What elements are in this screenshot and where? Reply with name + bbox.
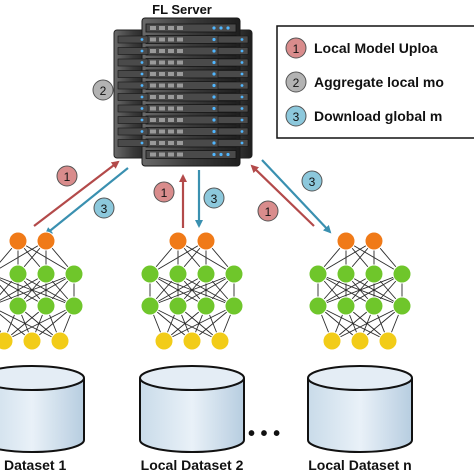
- dataset-cylinder-2: [139, 365, 245, 453]
- hidden-node: [336, 264, 356, 284]
- svg-text:3: 3: [101, 202, 108, 216]
- hidden-node: [308, 264, 328, 284]
- client-network-2: [140, 231, 244, 351]
- dataset-label-1: Dataset 1: [4, 457, 66, 473]
- input-node: [350, 331, 370, 351]
- input-node: [378, 331, 398, 351]
- hidden-node: [224, 296, 244, 316]
- hidden-node: [36, 296, 56, 316]
- arrow-left-download: [44, 167, 129, 236]
- hidden-node: [8, 296, 28, 316]
- legend-item-upload: 1 Local Model Uploa: [285, 37, 438, 59]
- output-node: [168, 231, 188, 251]
- step-marker-left-upload: 1: [56, 165, 78, 187]
- server-rack-icon: [113, 17, 253, 167]
- hidden-node: [8, 264, 28, 284]
- output-node: [364, 231, 384, 251]
- input-node: [22, 331, 42, 351]
- dataset-label-n: Local Dataset n: [308, 457, 411, 473]
- hidden-node: [36, 264, 56, 284]
- svg-text:3: 3: [293, 110, 300, 124]
- hidden-node: [168, 296, 188, 316]
- hidden-node: [140, 296, 160, 316]
- legend: 1 Local Model Uploa 2 Aggregate local mo…: [276, 25, 474, 139]
- input-node: [322, 331, 342, 351]
- step-marker-right-download: 3: [301, 170, 323, 192]
- step-marker-aggregate: 2: [92, 79, 114, 101]
- server-title: FL Server: [152, 2, 212, 17]
- hidden-node: [168, 264, 188, 284]
- input-node: [0, 331, 14, 351]
- legend-aggregate-text: Aggregate local mo: [314, 74, 444, 90]
- svg-text:1: 1: [64, 170, 71, 184]
- hidden-node: [64, 296, 84, 316]
- svg-text:1: 1: [161, 186, 168, 200]
- svg-text:3: 3: [211, 192, 218, 206]
- input-node: [182, 331, 202, 351]
- hidden-node: [308, 296, 328, 316]
- input-node: [154, 331, 174, 351]
- step-marker-center-download: 3: [203, 187, 225, 209]
- svg-text:1: 1: [293, 42, 300, 56]
- hidden-node: [336, 296, 356, 316]
- output-node: [8, 231, 28, 251]
- hidden-node: [364, 264, 384, 284]
- step-marker-left-download: 3: [93, 197, 115, 219]
- hidden-node: [392, 264, 412, 284]
- svg-text:2: 2: [293, 76, 300, 90]
- output-node: [336, 231, 356, 251]
- output-node: [36, 231, 56, 251]
- hidden-node: [64, 264, 84, 284]
- flow-arrows: [33, 159, 332, 236]
- legend-upload-text: Local Model Uploa: [314, 40, 438, 56]
- hidden-node: [392, 296, 412, 316]
- hidden-node: [140, 264, 160, 284]
- client-network-n: [308, 231, 412, 351]
- legend-item-aggregate: 2 Aggregate local mo: [285, 71, 444, 93]
- output-node: [196, 231, 216, 251]
- svg-text:2: 2: [100, 84, 107, 98]
- input-node: [50, 331, 70, 351]
- client-network-1: [0, 231, 84, 351]
- arrow-right-upload: [250, 164, 315, 227]
- hidden-node: [364, 296, 384, 316]
- step-marker-center-upload: 1: [153, 181, 175, 203]
- svg-text:1: 1: [265, 205, 272, 219]
- hidden-node: [196, 296, 216, 316]
- input-node: [210, 331, 230, 351]
- step-marker-right-upload: 1: [257, 200, 279, 222]
- dataset-cylinder-1: [0, 365, 85, 453]
- legend-download-text: Download global m: [314, 108, 442, 124]
- ellipsis: • • •: [248, 423, 280, 445]
- arrow-right-download: [261, 159, 332, 234]
- legend-item-download: 3 Download global m: [285, 105, 442, 127]
- svg-text:3: 3: [309, 175, 316, 189]
- dataset-cylinder-n: [307, 365, 413, 453]
- dataset-label-2: Local Dataset 2: [141, 457, 244, 473]
- hidden-node: [224, 264, 244, 284]
- hidden-node: [196, 264, 216, 284]
- arrow-left-upload: [33, 160, 120, 227]
